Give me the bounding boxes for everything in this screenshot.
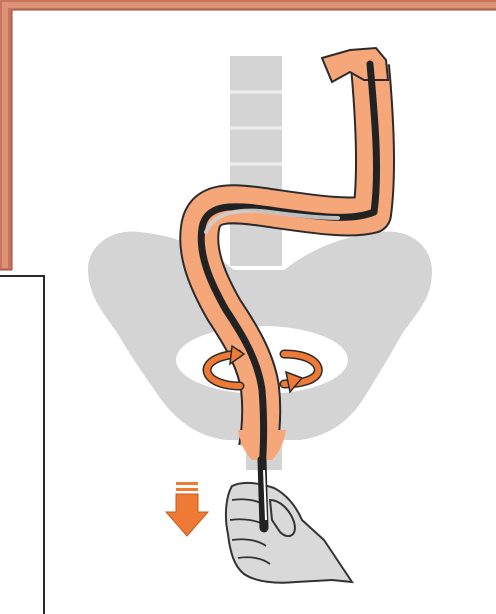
vertebral-column: [230, 56, 282, 266]
spine: [230, 56, 282, 266]
